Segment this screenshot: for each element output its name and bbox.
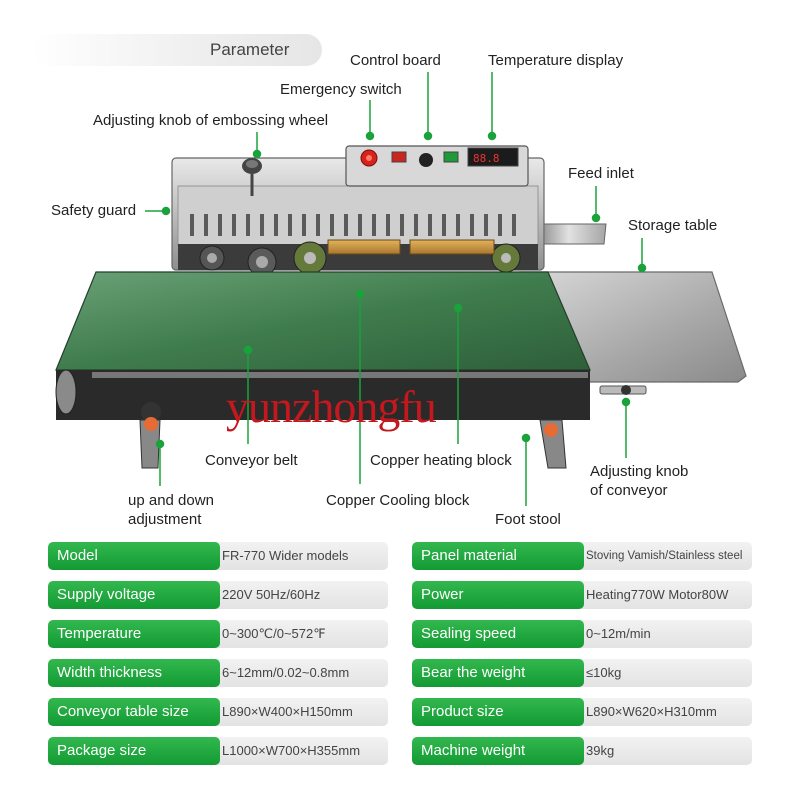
callout-storage-table: Storage table (628, 217, 718, 234)
spec-label: Model (48, 542, 220, 570)
callout-embossing-knob: Adjusting knob of embossing wheel (93, 112, 329, 129)
conveyor-knob (599, 385, 647, 395)
spec-cell-right: Power Heating770W Motor80W (412, 581, 752, 609)
spec-value: 0~300℃/0~572℉ (208, 620, 388, 648)
spec-cell-right: Product size L890×W620×H310mm (412, 698, 752, 726)
spec-cell-left: Package size L1000×W700×H355mm (48, 737, 388, 765)
spec-cell-left: Model FR-770 Wider models (48, 542, 388, 570)
spec-label: Power (412, 581, 584, 609)
spec-label: Machine weight (412, 737, 584, 765)
spec-value: 0~12m/min (572, 620, 752, 648)
spec-value: L890×W400×H150mm (208, 698, 388, 726)
sealer-machine-illustration: 88.8 (55, 72, 747, 506)
spec-cell-left: Supply voltage 220V 50Hz/60Hz (48, 581, 388, 609)
callout-conveyor-knob-line1: Adjusting knob (590, 463, 689, 480)
title-pill (32, 34, 322, 66)
copper-blocks (327, 239, 495, 255)
legs (139, 402, 567, 469)
drive-wheels (199, 241, 521, 277)
callout-up-down-line2: adjustment (128, 511, 202, 528)
spec-cell-left: Temperature 0~300℃/0~572℉ (48, 620, 388, 648)
spec-cell-right: Bear the weight ≤10kg (412, 659, 752, 687)
svg-text:88.8: 88.8 (473, 152, 500, 165)
conveyor (55, 271, 591, 420)
watermark-text: yunzhongfu (226, 381, 437, 432)
callout-control-board: Control board (350, 52, 441, 69)
spec-label: Package size (48, 737, 220, 765)
spec-value: 6~12mm/0.02~0.8mm (208, 659, 388, 687)
control-panel: 88.8 (345, 145, 529, 187)
spec-label: Width thickness (48, 659, 220, 687)
callout-copper-heating-block: Copper heating block (370, 452, 512, 469)
spec-value: Stoving Vamish/Stainless steel (572, 542, 752, 570)
callout-up-down-line1: up and down (128, 492, 214, 509)
callout-conveyor-knob-line2: of conveyor (590, 482, 668, 499)
spec-cell-right: Machine weight 39kg (412, 737, 752, 765)
callout-foot-stool: Foot stool (495, 511, 561, 528)
spec-value: ≤10kg (572, 659, 752, 687)
page-title: Parameter (210, 40, 290, 59)
embossing-knob (242, 158, 262, 196)
callout-emergency-switch: Emergency switch (280, 81, 402, 98)
spec-value: 39kg (572, 737, 752, 765)
spec-label: Temperature (48, 620, 220, 648)
leader-lines (145, 72, 647, 506)
spec-label: Conveyor table size (48, 698, 220, 726)
spec-label: Sealing speed (412, 620, 584, 648)
spec-cell-right: Sealing speed 0~12m/min (412, 620, 752, 648)
vent-slots (190, 214, 516, 236)
spec-label: Product size (412, 698, 584, 726)
spec-cell-left: Conveyor table size L890×W400×H150mm (48, 698, 388, 726)
spec-value: FR-770 Wider models (208, 542, 388, 570)
callout-temperature-display: Temperature display (488, 52, 624, 69)
spec-label: Supply voltage (48, 581, 220, 609)
feed-inlet (543, 223, 607, 245)
callout-safety-guard: Safety guard (51, 202, 137, 219)
spec-value: L1000×W700×H355mm (208, 737, 388, 765)
spec-cell-left: Width thickness 6~12mm/0.02~0.8mm (48, 659, 388, 687)
spec-label: Panel material (412, 542, 584, 570)
spec-value: L890×W620×H310mm (572, 698, 752, 726)
spec-cell-right: Panel material Stoving Vamish/Stainless … (412, 542, 752, 570)
spec-value: 220V 50Hz/60Hz (208, 581, 388, 609)
callout-copper-cooling-block: Copper Cooling block (326, 492, 470, 509)
callout-conveyor-belt: Conveyor belt (205, 452, 298, 469)
spec-label: Bear the weight (412, 659, 584, 687)
callout-feed-inlet: Feed inlet (568, 165, 634, 182)
spec-value: Heating770W Motor80W (572, 581, 752, 609)
